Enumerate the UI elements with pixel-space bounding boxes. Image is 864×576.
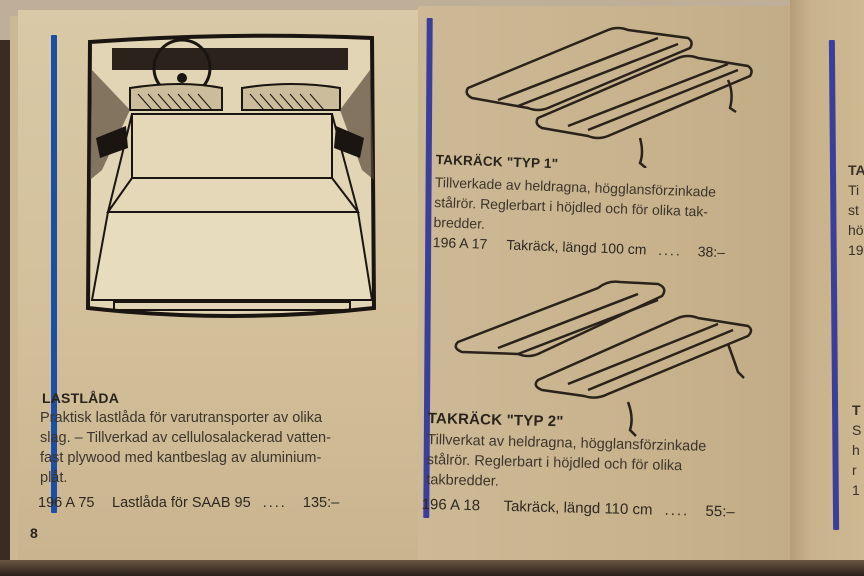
next-page-partial [790,0,864,566]
fragment-line: r [852,462,857,478]
description-line: fast plywood med kantbeslag av aluminium… [40,450,322,466]
roof-rack-type-1-illustration [458,18,758,168]
leader-dots: .... [664,501,690,520]
right-page [418,6,864,566]
cargo-box-price-line: 196 A 75 Lastlåda för SAAB 95 .... 135:– [38,495,339,511]
roof-rack-type-1-block: TAKRÄCK "TYP 1" Tillverkade av heldragna… [432,152,786,284]
cargo-box-heading: LASTLÅDA [42,390,120,406]
cargo-box-description: Praktisk lastlåda för varutransporter av… [40,408,372,488]
article-price: 135:– [302,495,340,511]
fragment-line: 1 [852,482,860,498]
fragment-line: 19 [848,242,864,258]
roof-rack-icon [454,280,753,437]
fragment-line: TA [848,162,864,178]
description-line: plåt. [40,470,68,486]
roof-rack-type-2-block: TAKRÄCK "TYP 2" Tillverkat av heldragna,… [421,410,788,539]
article-code: 196 A 17 [432,233,488,252]
description-line: slag. – Tillverkad av cellulosalackerad … [40,430,331,446]
fragment-line: hö [848,222,864,238]
article-name: Takräck, längd 110 cm [503,497,653,519]
article-name: Lastlåda för SAAB 95 [112,495,251,511]
page-number: 8 [30,525,38,541]
roof-rack-type-2-heading: TAKRÄCK "TYP 2" [427,410,564,431]
fragment-line: Ti [848,182,860,198]
fragment-line: h [852,442,860,458]
roof-rack-icon [465,26,753,168]
fragment-line: T [852,402,861,418]
cargo-box-illustration [82,30,378,326]
roof-rack-type-2-description: Tillverkat av heldragna, högglansförzink… [426,430,773,498]
page-bottom-shadow [0,560,864,576]
roof-rack-type-2-price-line: 196 A 18 Takräck, längd 110 cm .... 55:– [421,496,734,521]
article-code: 196 A 75 [38,495,95,511]
article-price: 38:– [697,243,726,261]
article-name: Takräck, längd 100 cm [506,236,647,258]
description-line: Praktisk lastlåda för varutransporter av… [40,410,323,426]
article-code: 196 A 18 [421,495,481,515]
fragment-line: st [848,202,859,218]
leader-dots: .... [262,495,287,511]
fragment-line: S [852,422,862,438]
left-accent-bar [51,35,57,513]
roof-rack-type-2-illustration [448,268,758,438]
cargo-box-in-car-icon [85,33,377,318]
roof-rack-type-1-heading: TAKRÄCK "TYP 1" [435,152,559,172]
roof-rack-type-1-description: Tillverkade av heldragna, högglansförzin… [433,172,773,244]
article-price: 55:– [705,502,735,521]
next-page-upper-fragment: TA Ti st hö 19 [848,160,864,260]
leader-dots: .... [658,241,683,259]
next-page-lower-fragment: T S h r 1 [852,400,864,500]
